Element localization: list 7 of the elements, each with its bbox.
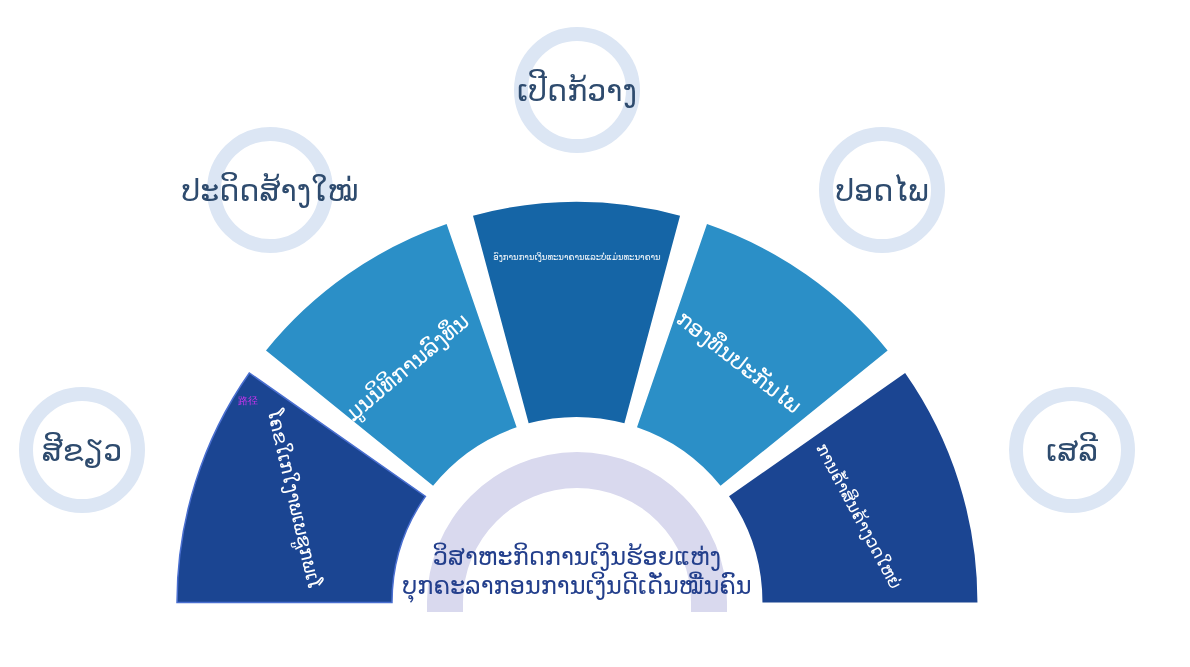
ring-label: ປອດໄພ — [835, 172, 929, 208]
ring-label: ສີຂຽວ — [41, 432, 123, 468]
ring-label: ປະດິດສ້າງໃໝ່ — [181, 172, 359, 208]
center-title: ວິສາຫະກິດການເງິນຮ້ອຍແຫ່ງ ບຸກຄະລາກອນການເງິນດີເດັ່ນໝື່ນຄົນ — [402, 543, 752, 601]
ring-label: ເສລີ — [1046, 432, 1098, 468]
segment-label: ອົງການການເງິນທະນາຄານແລະບໍ່ແມ່ນທະນາຄານ — [493, 252, 661, 262]
path-tag: 路径 — [238, 394, 258, 408]
